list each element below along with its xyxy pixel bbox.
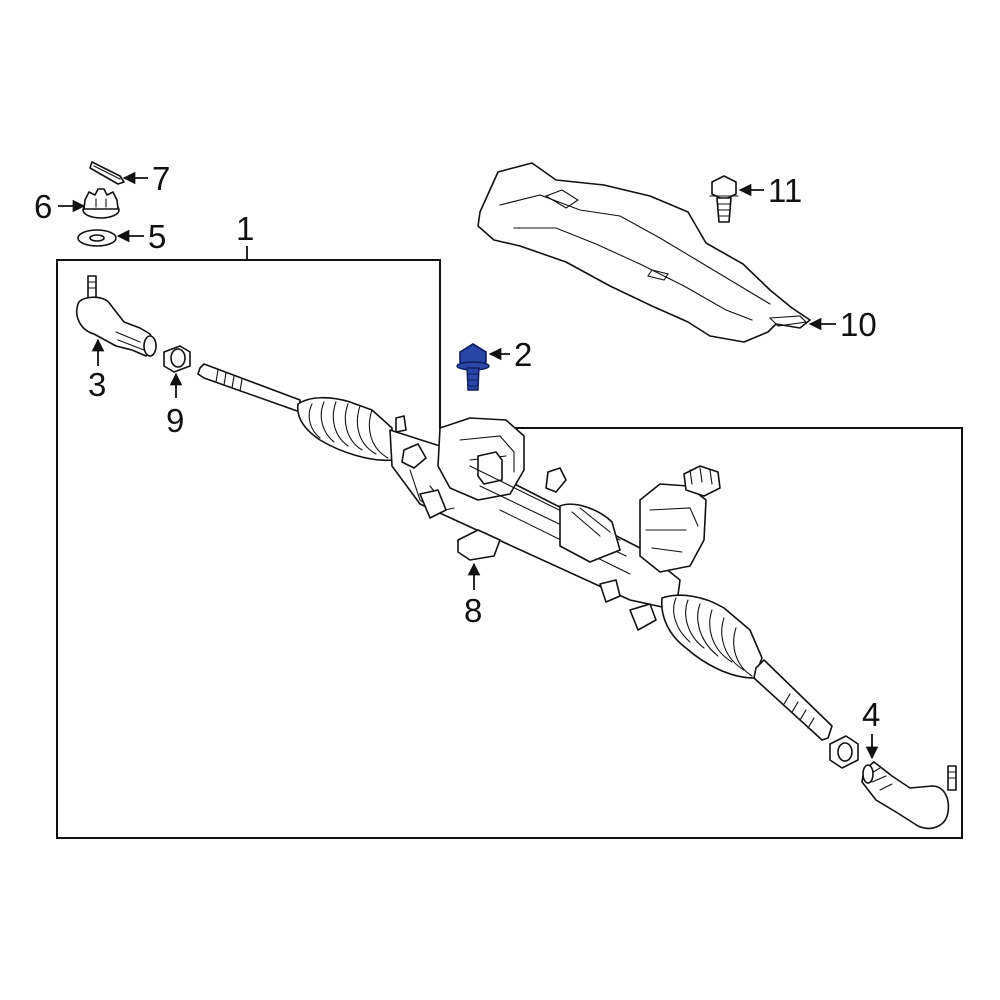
castle-nut[interactable]: [82, 188, 120, 219]
callout-4: 4: [862, 696, 880, 733]
jam-nut-left[interactable]: [163, 345, 191, 373]
callout-6: 6: [34, 188, 52, 225]
callout-7: 7: [152, 160, 170, 197]
callout-labels: 1 2 3 4 5 6 7 8 9 10 11: [34, 160, 880, 733]
callout-2: 2: [514, 336, 532, 373]
callout-9: 9: [166, 402, 184, 439]
inner-tie-rod-left: [197, 363, 301, 413]
callout-8: 8: [464, 592, 482, 629]
heat-shield[interactable]: [477, 162, 811, 343]
assembly-frame: [56, 259, 963, 839]
jam-nut-right[interactable]: [829, 735, 859, 769]
bolt-2-highlighted[interactable]: [456, 343, 490, 391]
callout-3: 3: [88, 366, 106, 403]
inner-tie-rod-right: [753, 659, 833, 741]
callout-5: 5: [148, 218, 166, 255]
cotter-pin[interactable]: [89, 161, 125, 185]
tie-rod-end-right[interactable]: [861, 761, 957, 830]
bolt-11[interactable]: [709, 175, 739, 223]
washer[interactable]: [77, 229, 117, 247]
leader-lines: [58, 171, 879, 760]
callout-11: 11: [768, 172, 802, 209]
boot-left: [296, 396, 393, 462]
tie-rod-end-left[interactable]: [76, 275, 157, 357]
callout-1: 1: [236, 210, 254, 247]
boot-right: [661, 594, 763, 679]
callout-10: 10: [840, 306, 877, 343]
